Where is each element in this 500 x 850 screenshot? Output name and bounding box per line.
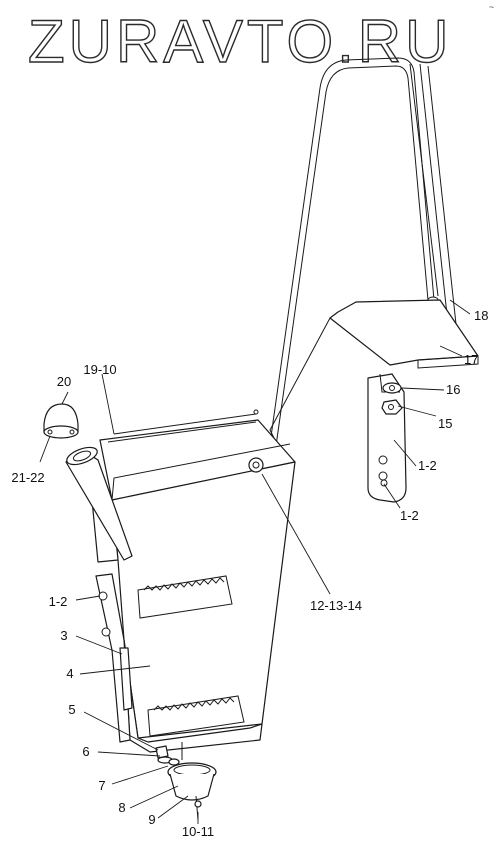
callout-10-11: 10-11 [182,824,214,839]
callout-5: 5 [68,702,75,717]
callout-1-2-bracket-upper: 1-2 [418,458,437,473]
callout-9: 9 [148,812,155,827]
callout-3: 3 [60,628,67,643]
callout-8: 8 [118,800,125,815]
callout-15: 15 [438,416,452,431]
callout-16: 16 [446,382,460,397]
callout-12-13-14: 12-13-14 [310,598,362,613]
callout-4: 4 [66,666,73,681]
callout-1-2-bracket-lower: 1-2 [400,508,419,523]
clamp-assembly [155,742,217,821]
callout-7: 7 [98,778,105,793]
callout-labels: 20 19-10 21-22 18 17 16 15 1-2 1-2 12-13… [11,308,488,839]
callout-1-2-left: 1-2 [49,594,68,609]
callout-17: 17 [464,352,478,367]
tank-cap [43,403,79,439]
callout-18: 18 [474,308,488,323]
upper-mount-plate [269,299,479,471]
leader-lines [39,299,471,824]
corner-mark: ~ [489,2,494,12]
callout-21-22: 21-22 [11,470,44,485]
callout-6: 6 [82,744,89,759]
handrail [267,57,457,461]
side-bracket [367,373,407,503]
callout-19-10: 19-10 [83,362,116,377]
step-body [91,419,296,753]
watermark-text: ZURAVTO.RU [28,8,452,75]
filler-neck [65,409,259,561]
callout-20: 20 [57,374,71,389]
